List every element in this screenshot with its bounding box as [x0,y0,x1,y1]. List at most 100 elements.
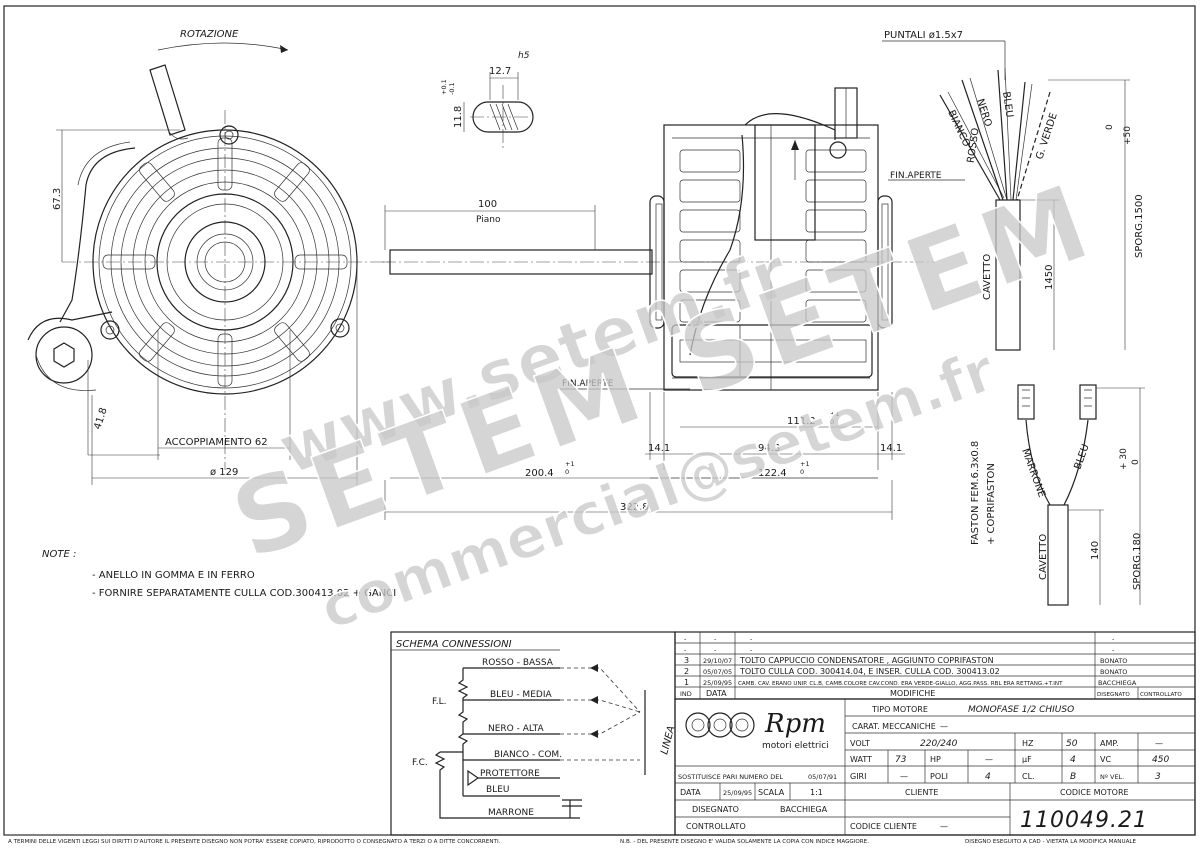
svg-text:25/09/95: 25/09/95 [703,679,732,687]
svg-text:220/240: 220/240 [920,739,958,749]
svg-text:IND: IND [680,690,692,698]
svg-text:- ANELLO IN GOMMA E IN FERRO: - ANELLO IN GOMMA E IN FERRO [92,570,255,581]
title-block: Rpm motori elettrici TIPO MOTORE MONOFAS… [674,698,1196,836]
svg-text:F.C.: F.C. [412,758,428,768]
svg-text:WATT: WATT [850,755,872,764]
svg-text:PROTETTORE: PROTETTORE [480,769,540,779]
rotation-arrowhead [280,45,288,53]
svg-text:BONATO: BONATO [1100,657,1127,665]
svg-text:GIRI: GIRI [850,772,866,781]
svg-text:0: 0 [1131,459,1141,465]
rotation-label: ROTAZIONE [180,29,239,40]
svg-text:BACCHIEGA: BACCHIEGA [780,805,828,814]
svg-text:200.4: 200.4 [525,468,554,479]
svg-text:—: — [900,772,908,781]
svg-text:motori elettrici: motori elettrici [762,741,829,751]
svg-text:CODICE MOTORE: CODICE MOTORE [1060,788,1129,797]
svg-text:MARRONE: MARRONE [488,808,534,818]
rpm-logo: Rpm motori elettrici [685,709,829,751]
svg-text:CONTROLLATO: CONTROLLATO [686,822,746,831]
svg-text:0: 0 [1105,124,1115,130]
svg-text:TOLTO CAPPUCCIO CONDENSATORE ,: TOLTO CAPPUCCIO CONDENSATORE , AGGIUNTO … [739,656,994,665]
front-view: ROTAZIONE [27,29,390,485]
dim-coupling: ACCOPPIAMENTO 62 [165,437,268,448]
dim-67: 67.3 [52,188,63,210]
svg-text:111.2: 111.2 [787,416,816,427]
svg-text:CODICE CLIENTE: CODICE CLIENTE [850,822,917,831]
svg-text:05/07/91: 05/07/91 [808,773,837,781]
svg-text:-: - [684,635,687,643]
svg-text:A TERMINI DELLE VIGENTI LEGGI: A TERMINI DELLE VIGENTI LEGGI SUI DIRITT… [8,839,501,845]
svg-text:h5: h5 [518,51,530,61]
svg-text:-: - [1112,635,1115,643]
svg-text:12.7: 12.7 [489,66,511,77]
svg-text:BACCHIEGA: BACCHIEGA [1098,679,1137,687]
svg-text:29/10/07: 29/10/07 [703,657,732,665]
svg-text:+ 30: + 30 [1119,448,1129,470]
svg-text:BONATO: BONATO [1100,668,1127,676]
svg-text:SCALA: SCALA [758,788,785,797]
svg-text:-: - [750,646,753,654]
svg-text:CAVETTO: CAVETTO [982,254,993,300]
svg-text:140: 140 [1090,541,1101,560]
motor-code: 110049.21 [1020,808,1148,833]
svg-text:F.L.: F.L. [432,697,446,707]
svg-text:11.8: 11.8 [453,106,464,128]
svg-text:-: - [684,646,687,654]
svg-text:2: 2 [684,667,689,676]
svg-text:-: - [750,635,753,643]
svg-text:4: 4 [1070,755,1076,765]
svg-text:1450: 1450 [1044,265,1055,290]
svg-text:14.1: 14.1 [648,443,670,454]
svg-text:25/09/95: 25/09/95 [723,789,752,797]
svg-text:G. VERDE: G. VERDE [1034,112,1059,161]
svg-text:CONTROLLATO: CONTROLLATO [1140,692,1182,698]
svg-text:TIPO MOTORE: TIPO MOTORE [871,705,928,714]
fin-aperte-label-1: FIN.APERTE [890,171,942,181]
svg-text:CAMB. CAV. ERANO UNIP. CL.B, C: CAMB. CAV. ERANO UNIP. CL.B, CAMB.COLORE… [738,681,1063,687]
notes-block: NOTE : - ANELLO IN GOMMA E IN FERRO - FO… [42,549,396,599]
svg-text:BLEU: BLEU [1000,91,1015,118]
svg-text:N.B. - DEL PRESENTE DISEGNO E': N.B. - DEL PRESENTE DISEGNO E' VALIDA SO… [620,839,869,845]
svg-text:CARAT. MECCANICHE: CARAT. MECCANICHE [852,722,936,731]
svg-text:3: 3 [684,656,689,665]
svg-text:+1: +1 [565,460,575,468]
svg-text:BIANCO - COM.: BIANCO - COM. [494,750,562,760]
svg-text:DATA: DATA [706,689,727,698]
svg-text:B: B [1070,772,1076,782]
svg-text:SPORG.1500: SPORG.1500 [1134,194,1145,258]
svg-text:-0.1: -0.1 [448,82,456,95]
svg-text:—: — [1155,739,1163,748]
svg-text:1: 1 [684,678,689,687]
svg-text:SCHEMA CONNESSIONI: SCHEMA CONNESSIONI [396,639,512,650]
svg-text:+50: +50 [1123,126,1133,145]
svg-text:- FORNIRE SEPARATAMENTE CULLA: - FORNIRE SEPARATAMENTE CULLA COD.300413… [92,588,396,599]
svg-text:POLI: POLI [930,772,948,781]
side-view: 100 Piano [382,87,965,520]
svg-text:Piano: Piano [476,215,501,225]
svg-text:MONOFASE 1/2 CHIUSO: MONOFASE 1/2 CHIUSO [968,705,1074,715]
svg-text:SPORG.180: SPORG.180 [1132,533,1143,590]
svg-text:Rpm: Rpm [764,709,826,739]
svg-text:DATA: DATA [680,788,701,797]
svg-text:CAVETTO: CAVETTO [1038,534,1049,580]
svg-text:SOSTITUISCE PARI NUMERO DEL: SOSTITUISCE PARI NUMERO DEL [678,773,783,781]
svg-text:CL.: CL. [1022,772,1035,781]
faston-detail: MARRONE BLEU FASTON FEM.6.3x0.8 + COPRIF… [970,384,1145,606]
svg-text:FASTON FEM.6.3x0.8: FASTON FEM.6.3x0.8 [970,441,981,545]
svg-text:3: 3 [1155,772,1161,782]
svg-text:+1: +1 [830,410,840,418]
svg-text:VC: VC [1100,755,1111,764]
svg-text:05/07/05: 05/07/05 [703,668,732,676]
svg-text:ROSSO: ROSSO [966,127,982,164]
svg-text:322.8: 322.8 [620,502,649,513]
dim-diameter: ø 129 [210,467,238,478]
svg-text:100: 100 [478,199,497,210]
svg-text:94.3: 94.3 [758,443,780,454]
connection-schema: SCHEMA CONNESSIONI ROSSO - BASSA BLEU - … [390,631,677,836]
svg-text:AMP.: AMP. [1100,739,1119,748]
svg-text:+ COPRIFASTON: + COPRIFASTON [986,463,997,545]
svg-text:MODIFICHE: MODIFICHE [890,689,935,698]
svg-text:Nº VEL.: Nº VEL. [1100,773,1124,781]
